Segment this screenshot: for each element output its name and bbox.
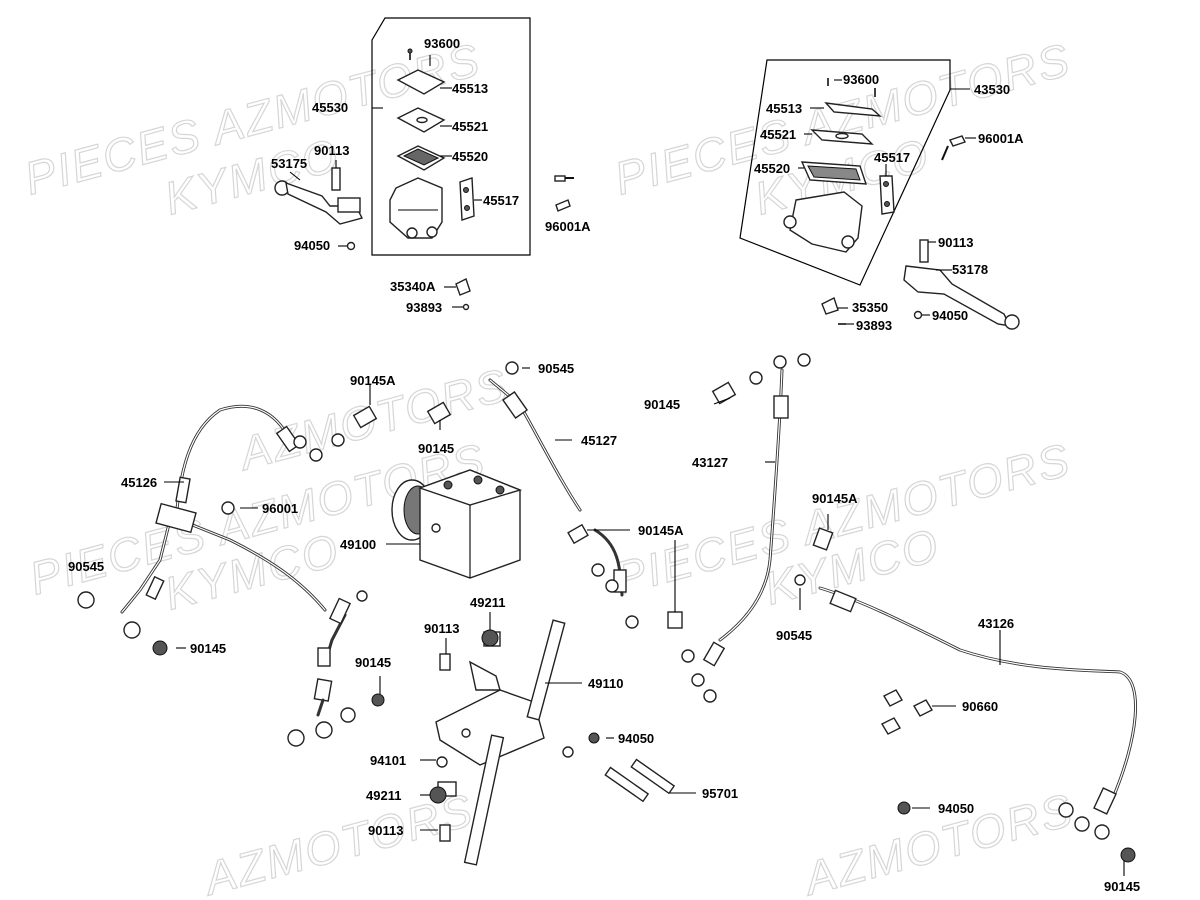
part-label: 94050 (294, 238, 330, 253)
part-label: 90545 (538, 361, 574, 376)
part-label: 94101 (370, 753, 406, 768)
clamp-35340A (455, 278, 471, 296)
part-label: 94050 (938, 801, 974, 816)
piston (459, 177, 475, 221)
part-label: 95701 (702, 786, 738, 801)
part-label: 45513 (452, 81, 488, 96)
part-label: 90113 (314, 143, 349, 158)
part-label: 90145 (355, 655, 391, 670)
pivot-bolt-90113 (331, 160, 341, 191)
part-label: 90145 (1104, 879, 1140, 894)
watermark-layer: PIECES AZMOTORS KYMCO PIECES AZMOTORS KY… (19, 32, 1080, 900)
part-label: 45127 (581, 433, 617, 448)
assembly-box-43530 (739, 59, 951, 286)
part-label: 49110 (588, 676, 623, 691)
part-label: 35350 (852, 300, 888, 315)
part-label: 90545 (776, 628, 812, 643)
part-label: 96001 (262, 501, 298, 516)
nut-94050 (346, 241, 356, 251)
pivot-bolt-90113 (919, 239, 929, 263)
part-label: 93893 (406, 300, 442, 315)
part-label: 43530 (974, 82, 1010, 97)
part-label: 49211 (366, 788, 401, 803)
reservoir-cap (824, 102, 883, 117)
part-label: 90145 (644, 397, 680, 412)
part-label: 93600 (843, 72, 879, 87)
part-label: 90113 (938, 235, 973, 250)
part-label: 90145A (350, 373, 396, 388)
part-label: 35340A (390, 279, 436, 294)
bolt-96001A (949, 135, 966, 147)
hose-45126 (120, 404, 352, 717)
part-label: 93600 (424, 36, 460, 51)
part-label: 45517 (874, 150, 910, 165)
part-label: 90545 (68, 559, 104, 574)
part-label: 43126 (978, 616, 1014, 631)
part-label: 93893 (856, 318, 892, 333)
brake-lever-53175 (274, 171, 364, 225)
screw-93600 (407, 48, 431, 66)
part-label: 90145A (638, 523, 684, 538)
bracket-49110 (435, 619, 582, 866)
part-labels: 93600 45513 45530 45521 90113 45520 5317… (68, 36, 1140, 894)
part-label: 90660 (962, 699, 998, 714)
part-label: 90145 (190, 641, 226, 656)
master-cylinder-body (389, 177, 443, 239)
part-label: 45517 (483, 193, 519, 208)
part-label: 53175 (271, 156, 307, 171)
brake-lever-53178 (903, 265, 1020, 330)
clamp-35350 (821, 297, 839, 315)
part-label: 45520 (754, 161, 790, 176)
part-label: 45520 (452, 149, 488, 164)
part-label: 96001A (978, 131, 1024, 146)
bolt-96001A (554, 175, 574, 212)
part-label: 94050 (932, 308, 968, 323)
part-label: 90145A (812, 491, 858, 506)
part-label: 90145 (418, 441, 454, 456)
hose-43127 (702, 368, 789, 667)
part-label: 45530 (312, 100, 348, 115)
abs-unit-49100 (386, 469, 523, 579)
left-master-cylinder-group (274, 17, 574, 311)
assembly-box-45530 (371, 17, 531, 256)
reservoir-cap (396, 69, 446, 95)
part-label: 45126 (121, 475, 157, 490)
part-label: 49100 (340, 537, 376, 552)
part-label: 90113 (368, 823, 403, 838)
part-label: 94050 (618, 731, 654, 746)
part-label: 45521 (452, 119, 488, 134)
hose-43126 (818, 586, 1137, 815)
part-label: 45513 (766, 101, 802, 116)
part-label: 45521 (760, 127, 796, 142)
fasteners (77, 353, 1136, 876)
part-label: 43127 (692, 455, 728, 470)
part-label: 96001A (545, 219, 591, 234)
part-label: 90113 (424, 621, 459, 636)
part-label: 49211 (470, 595, 505, 610)
right-master-cylinder-group (739, 59, 1020, 330)
part-label: 53178 (952, 262, 988, 277)
